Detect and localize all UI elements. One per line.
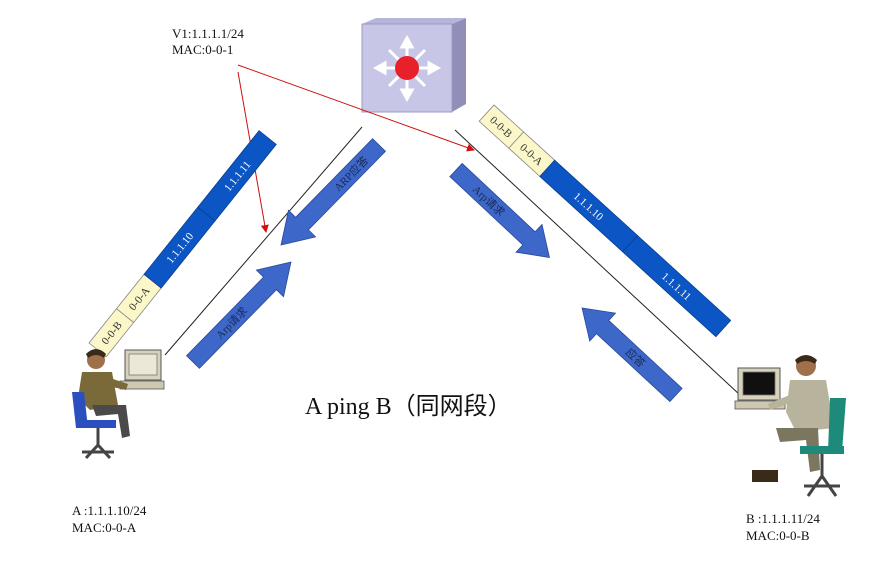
host-a-ip-label: A :1.1.1.10/24 — [72, 503, 147, 518]
arrow-left-arp-reply-label: ARP应答 — [331, 153, 371, 194]
host-b-mac-label: MAC:0-0-B — [746, 528, 810, 543]
frame-right-dst-ip-cell — [622, 234, 732, 338]
frame-right: 0-0-B 0-0-A 1.1.1.10 1.1.1.11 — [478, 104, 732, 338]
arrow-left-arp-reply: ARP应答 — [280, 138, 386, 246]
frame-left: 0-0-B 0-0-A 1.1.1.10 1.1.1.11 — [88, 130, 277, 358]
host-a-user-icon — [72, 349, 165, 460]
diagram-title: A ping B（同网段） — [305, 394, 512, 420]
link-line-a-switch — [164, 126, 363, 356]
arrow-left-arp-request: Arp请求 — [186, 261, 292, 369]
switch-icon — [361, 18, 466, 113]
pointer-line-to-right-link — [237, 64, 475, 152]
host-b-user-icon — [734, 355, 846, 497]
host-b-ip-label: B :1.1.1.11/24 — [746, 511, 820, 526]
frame-left-dst-ip-cell — [197, 130, 277, 222]
switch-ip-label: V1:1.1.1.1/24 — [172, 26, 244, 41]
switch-mac-label: MAC:0-0-1 — [172, 42, 234, 57]
host-a-mac-label: MAC:0-0-A — [72, 520, 137, 535]
arrow-right-arp-reply: 应答 — [581, 307, 683, 403]
link-line-switch-b — [454, 129, 741, 396]
